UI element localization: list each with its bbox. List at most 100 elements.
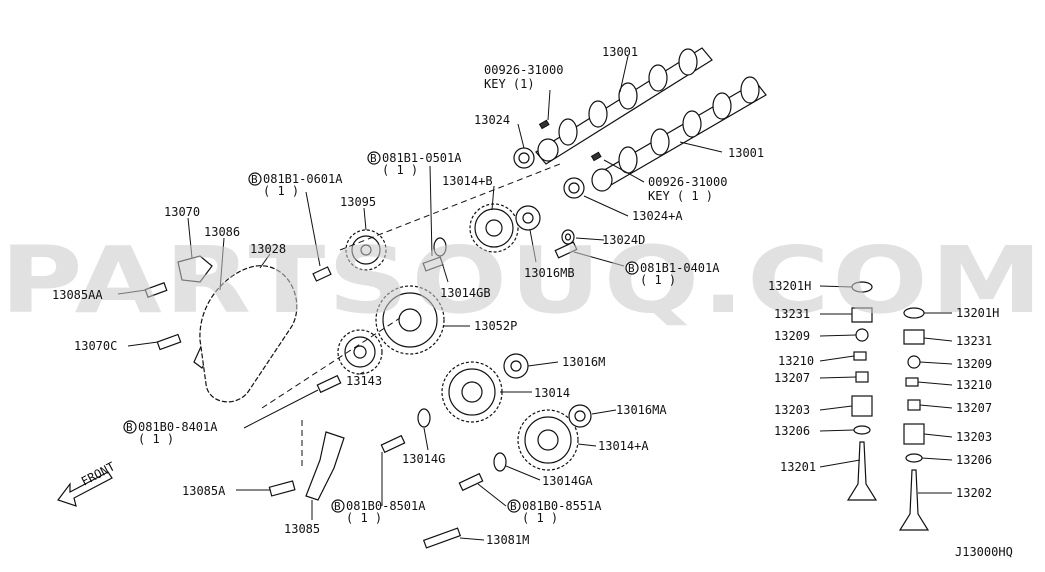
bolt-13085aa[interactable] bbox=[144, 282, 168, 298]
bolt-8551a[interactable] bbox=[458, 472, 484, 492]
seat-13206-right[interactable] bbox=[905, 453, 923, 463]
seat-13207-right[interactable] bbox=[907, 399, 921, 411]
label-key-upper-qty: KEY (1) bbox=[484, 77, 535, 91]
washer-13024d[interactable] bbox=[561, 229, 575, 245]
label-13202-right[interactable]: 13202 bbox=[956, 486, 992, 500]
guide-13085[interactable] bbox=[305, 431, 345, 501]
retainer-13209-right[interactable] bbox=[907, 355, 921, 369]
bucket-13231-left[interactable] bbox=[851, 307, 873, 323]
washer-13014ga[interactable] bbox=[493, 452, 507, 472]
valve-13201-left[interactable] bbox=[846, 441, 878, 501]
sprocket-13052p[interactable] bbox=[375, 285, 445, 355]
hub-13016m[interactable] bbox=[503, 353, 529, 379]
sprocket-13014a[interactable] bbox=[517, 409, 579, 471]
sprocket-13014b[interactable] bbox=[469, 203, 519, 253]
key-lower[interactable] bbox=[590, 151, 602, 162]
sprocket-13143[interactable] bbox=[337, 329, 383, 375]
label-13001-upper[interactable]: 13001 bbox=[602, 45, 638, 59]
camshaft-upper[interactable] bbox=[535, 47, 713, 165]
label-13231-left[interactable]: 13231 bbox=[774, 307, 810, 321]
callout-labels: 13001 00926-31000 KEY (1) 13024 13001 08… bbox=[52, 45, 1013, 559]
label-13085[interactable]: 13085 bbox=[284, 522, 320, 536]
label-13016ma[interactable]: 13016MA bbox=[616, 403, 667, 417]
bolt-13070c[interactable] bbox=[156, 333, 182, 351]
label-13052p[interactable]: 13052P bbox=[474, 319, 517, 333]
label-13085a[interactable]: 13085A bbox=[182, 484, 226, 498]
bolt-8501a[interactable] bbox=[380, 434, 406, 454]
label-13210-left[interactable]: 13210 bbox=[778, 354, 814, 368]
label-13201h-right[interactable]: 13201H bbox=[956, 306, 999, 320]
label-13231-right[interactable]: 13231 bbox=[956, 334, 992, 348]
label-13014gb[interactable]: 13014GB bbox=[440, 286, 491, 300]
seat-13206-left[interactable] bbox=[853, 425, 871, 435]
valve-13202-right[interactable] bbox=[898, 469, 930, 531]
label-13070[interactable]: 13070 bbox=[164, 205, 200, 219]
label-bolt-8551a[interactable]: 081B0-8551A bbox=[522, 499, 602, 513]
label-13203-right[interactable]: 13203 bbox=[956, 430, 992, 444]
label-key-upper-part-no[interactable]: 00926-31000 bbox=[484, 63, 563, 77]
label-13210-right[interactable]: 13210 bbox=[956, 378, 992, 392]
label-13014b[interactable]: 13014+B bbox=[442, 174, 493, 188]
camshaft-lower[interactable] bbox=[591, 76, 767, 192]
label-13201-left[interactable]: 13201 bbox=[780, 460, 816, 474]
label-key-right-part-no[interactable]: 00926-31000 bbox=[648, 175, 727, 189]
label-13028[interactable]: 13028 bbox=[250, 242, 286, 256]
valve-stack-right bbox=[898, 307, 930, 531]
label-13024d[interactable]: 13024D bbox=[602, 233, 645, 247]
label-13085aa[interactable]: 13085AA bbox=[52, 288, 103, 302]
label-13070c[interactable]: 13070C bbox=[74, 339, 117, 353]
label-13143[interactable]: 13143 bbox=[346, 374, 382, 388]
sprocket-13024a[interactable] bbox=[563, 177, 585, 199]
label-13016m[interactable]: 13016M bbox=[562, 355, 605, 369]
key-upper[interactable] bbox=[538, 119, 550, 130]
label-bolt-8401a[interactable]: 081B0-8401A bbox=[138, 420, 218, 434]
label-13081m[interactable]: 13081M bbox=[486, 533, 529, 547]
label-13024[interactable]: 13024 bbox=[474, 113, 510, 127]
label-13207-left[interactable]: 13207 bbox=[774, 371, 810, 385]
label-13014a[interactable]: 13014+A bbox=[598, 439, 649, 453]
label-bolt-8401a-qty: ( 1 ) bbox=[138, 432, 174, 446]
tensioner-13070[interactable] bbox=[177, 255, 213, 283]
hub-13016mb[interactable] bbox=[515, 205, 541, 231]
label-bolt-0401a[interactable]: 081B1-0401A bbox=[640, 261, 720, 275]
label-bolt-0601a[interactable]: 081B1-0601A bbox=[263, 172, 343, 186]
timing-chain-13028[interactable] bbox=[199, 265, 298, 403]
label-13086[interactable]: 13086 bbox=[204, 225, 240, 239]
label-key-right-qty: KEY ( 1 ) bbox=[648, 189, 713, 203]
seat-13207-left[interactable] bbox=[855, 371, 869, 383]
label-13201h-left[interactable]: 13201H bbox=[768, 279, 811, 293]
bolt-8401a[interactable] bbox=[316, 374, 342, 394]
sprocket-13024[interactable] bbox=[513, 147, 535, 169]
label-13001-lower[interactable]: 13001 bbox=[728, 146, 764, 160]
label-13016mb[interactable]: 13016MB bbox=[524, 266, 575, 280]
spring-13203-right[interactable] bbox=[903, 423, 925, 445]
hub-13016ma[interactable] bbox=[568, 404, 592, 428]
diagram-code: J13000HQ bbox=[955, 545, 1013, 559]
key-13210-left[interactable] bbox=[853, 351, 867, 361]
key-13210-right[interactable] bbox=[905, 377, 919, 387]
bucket-13231-right[interactable] bbox=[903, 329, 925, 345]
washer-13014g[interactable] bbox=[417, 408, 431, 428]
label-13014[interactable]: 13014 bbox=[534, 386, 570, 400]
label-13209-right[interactable]: 13209 bbox=[956, 357, 992, 371]
label-13203-left[interactable]: 13203 bbox=[774, 403, 810, 417]
bolt-0601a[interactable] bbox=[312, 266, 332, 282]
bolt-0401a[interactable] bbox=[554, 241, 578, 259]
label-bolt-0501a[interactable]: 081B1-0501A bbox=[382, 151, 462, 165]
label-13207-right[interactable]: 13207 bbox=[956, 401, 992, 415]
svg-text:B: B bbox=[510, 500, 517, 513]
bolt-13085a[interactable] bbox=[268, 480, 296, 497]
spring-13203-left[interactable] bbox=[851, 395, 873, 417]
pin-13081m[interactable] bbox=[422, 527, 462, 549]
sprocket-13014[interactable] bbox=[441, 361, 503, 423]
label-13095[interactable]: 13095 bbox=[340, 195, 376, 209]
label-13206-right[interactable]: 13206 bbox=[956, 453, 992, 467]
label-13206-left[interactable]: 13206 bbox=[774, 424, 810, 438]
label-bolt-8501a[interactable]: 081B0-8501A bbox=[346, 499, 426, 513]
label-13014g[interactable]: 13014G bbox=[402, 452, 445, 466]
label-13014ga[interactable]: 13014GA bbox=[542, 474, 593, 488]
svg-text:B: B bbox=[628, 262, 635, 275]
label-13024a[interactable]: 13024+A bbox=[632, 209, 683, 223]
svg-text:B: B bbox=[334, 500, 341, 513]
label-13209-left[interactable]: 13209 bbox=[774, 329, 810, 343]
